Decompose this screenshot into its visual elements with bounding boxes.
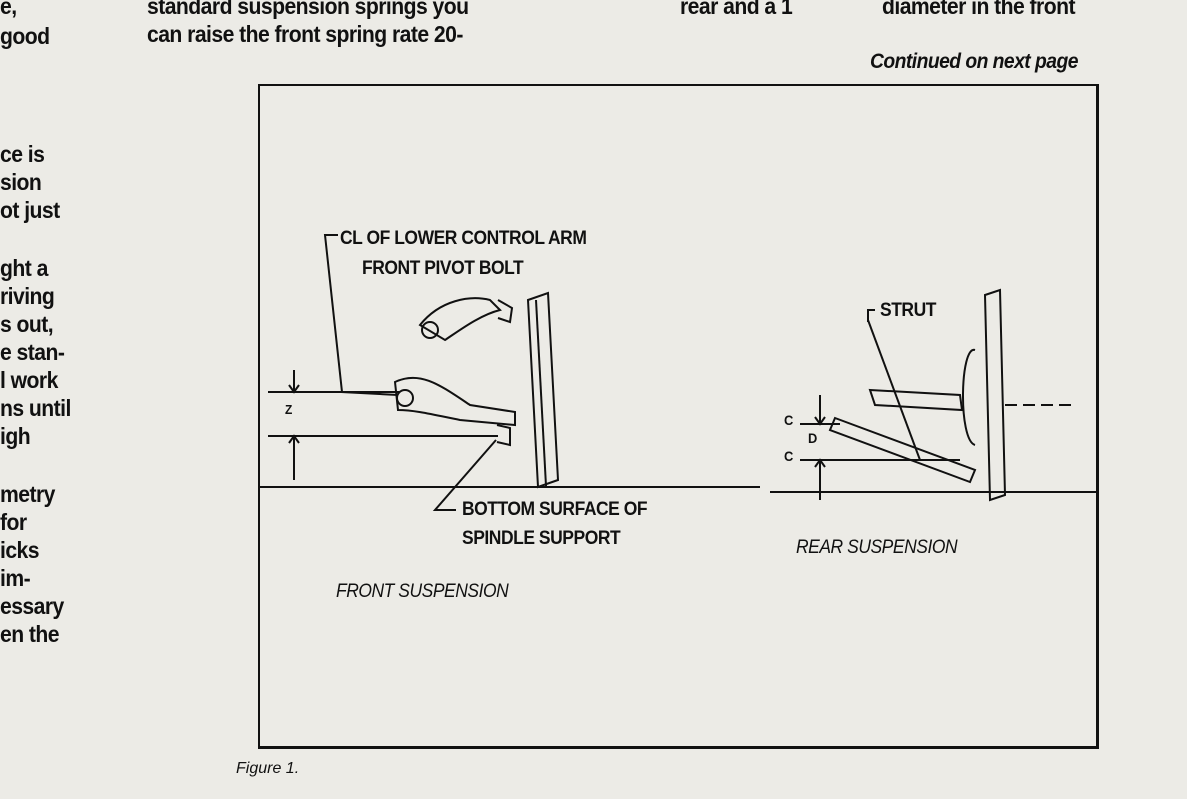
label-centerline-c2: C: [784, 448, 793, 464]
text-line: igh: [0, 423, 31, 449]
front-suspension-caption: FRONT SUSPENSION: [336, 581, 509, 602]
text-line: ns until: [0, 395, 71, 421]
text-line: can raise the front spring rate 20-: [147, 21, 463, 47]
rear-lower-link: [828, 416, 977, 484]
text-line: ght a: [0, 255, 48, 281]
text-line: s out,: [0, 311, 54, 337]
text-line: im-: [0, 565, 31, 591]
label-d: D: [808, 430, 817, 446]
text-line: diameter in the front: [882, 0, 1076, 19]
text-line: essary: [0, 593, 64, 619]
text-line: ce is: [0, 141, 45, 167]
text-line: good: [0, 23, 50, 49]
text-line: riving: [0, 283, 55, 309]
strut-line: [867, 319, 921, 461]
text-line: icks: [0, 537, 40, 563]
text-line: for: [0, 509, 27, 535]
text-line: rear and a 1: [680, 0, 793, 19]
lower-arm: [393, 376, 516, 427]
label-bottom-surface: BOTTOM SURFACE OF: [462, 499, 648, 520]
label-pivot-bolt: FRONT PIVOT BOLT: [362, 258, 524, 279]
figure-1: [258, 84, 1099, 749]
label-z: Z: [285, 402, 292, 417]
text-line: e,: [0, 0, 17, 19]
label-spindle-support: SPINDLE SUPPORT: [462, 528, 621, 549]
figure-caption: Figure 1.: [236, 760, 300, 777]
rear-upper-link: [868, 388, 964, 412]
text-line: en the: [0, 621, 60, 647]
rear-wheel: [983, 288, 1007, 502]
front-wheel: [526, 291, 560, 489]
cl-pointer: [323, 234, 399, 396]
text-line: ot just: [0, 197, 60, 223]
text-line: l work: [0, 367, 58, 393]
label-strut: STRUT: [880, 300, 936, 321]
label-centerline: CL OF LOWER CONTROL ARM: [340, 228, 587, 249]
label-centerline-c1: C: [784, 412, 793, 428]
rear-suspension-caption: REAR SUSPENSION: [796, 537, 958, 558]
text-line: standard suspension springs you: [147, 0, 469, 19]
upper-arm: [418, 297, 502, 342]
text-line: sion: [0, 169, 42, 195]
continued-note: Continued on next page: [870, 50, 1078, 73]
text-line: metry: [0, 481, 55, 507]
text-line: e stan-: [0, 339, 65, 365]
